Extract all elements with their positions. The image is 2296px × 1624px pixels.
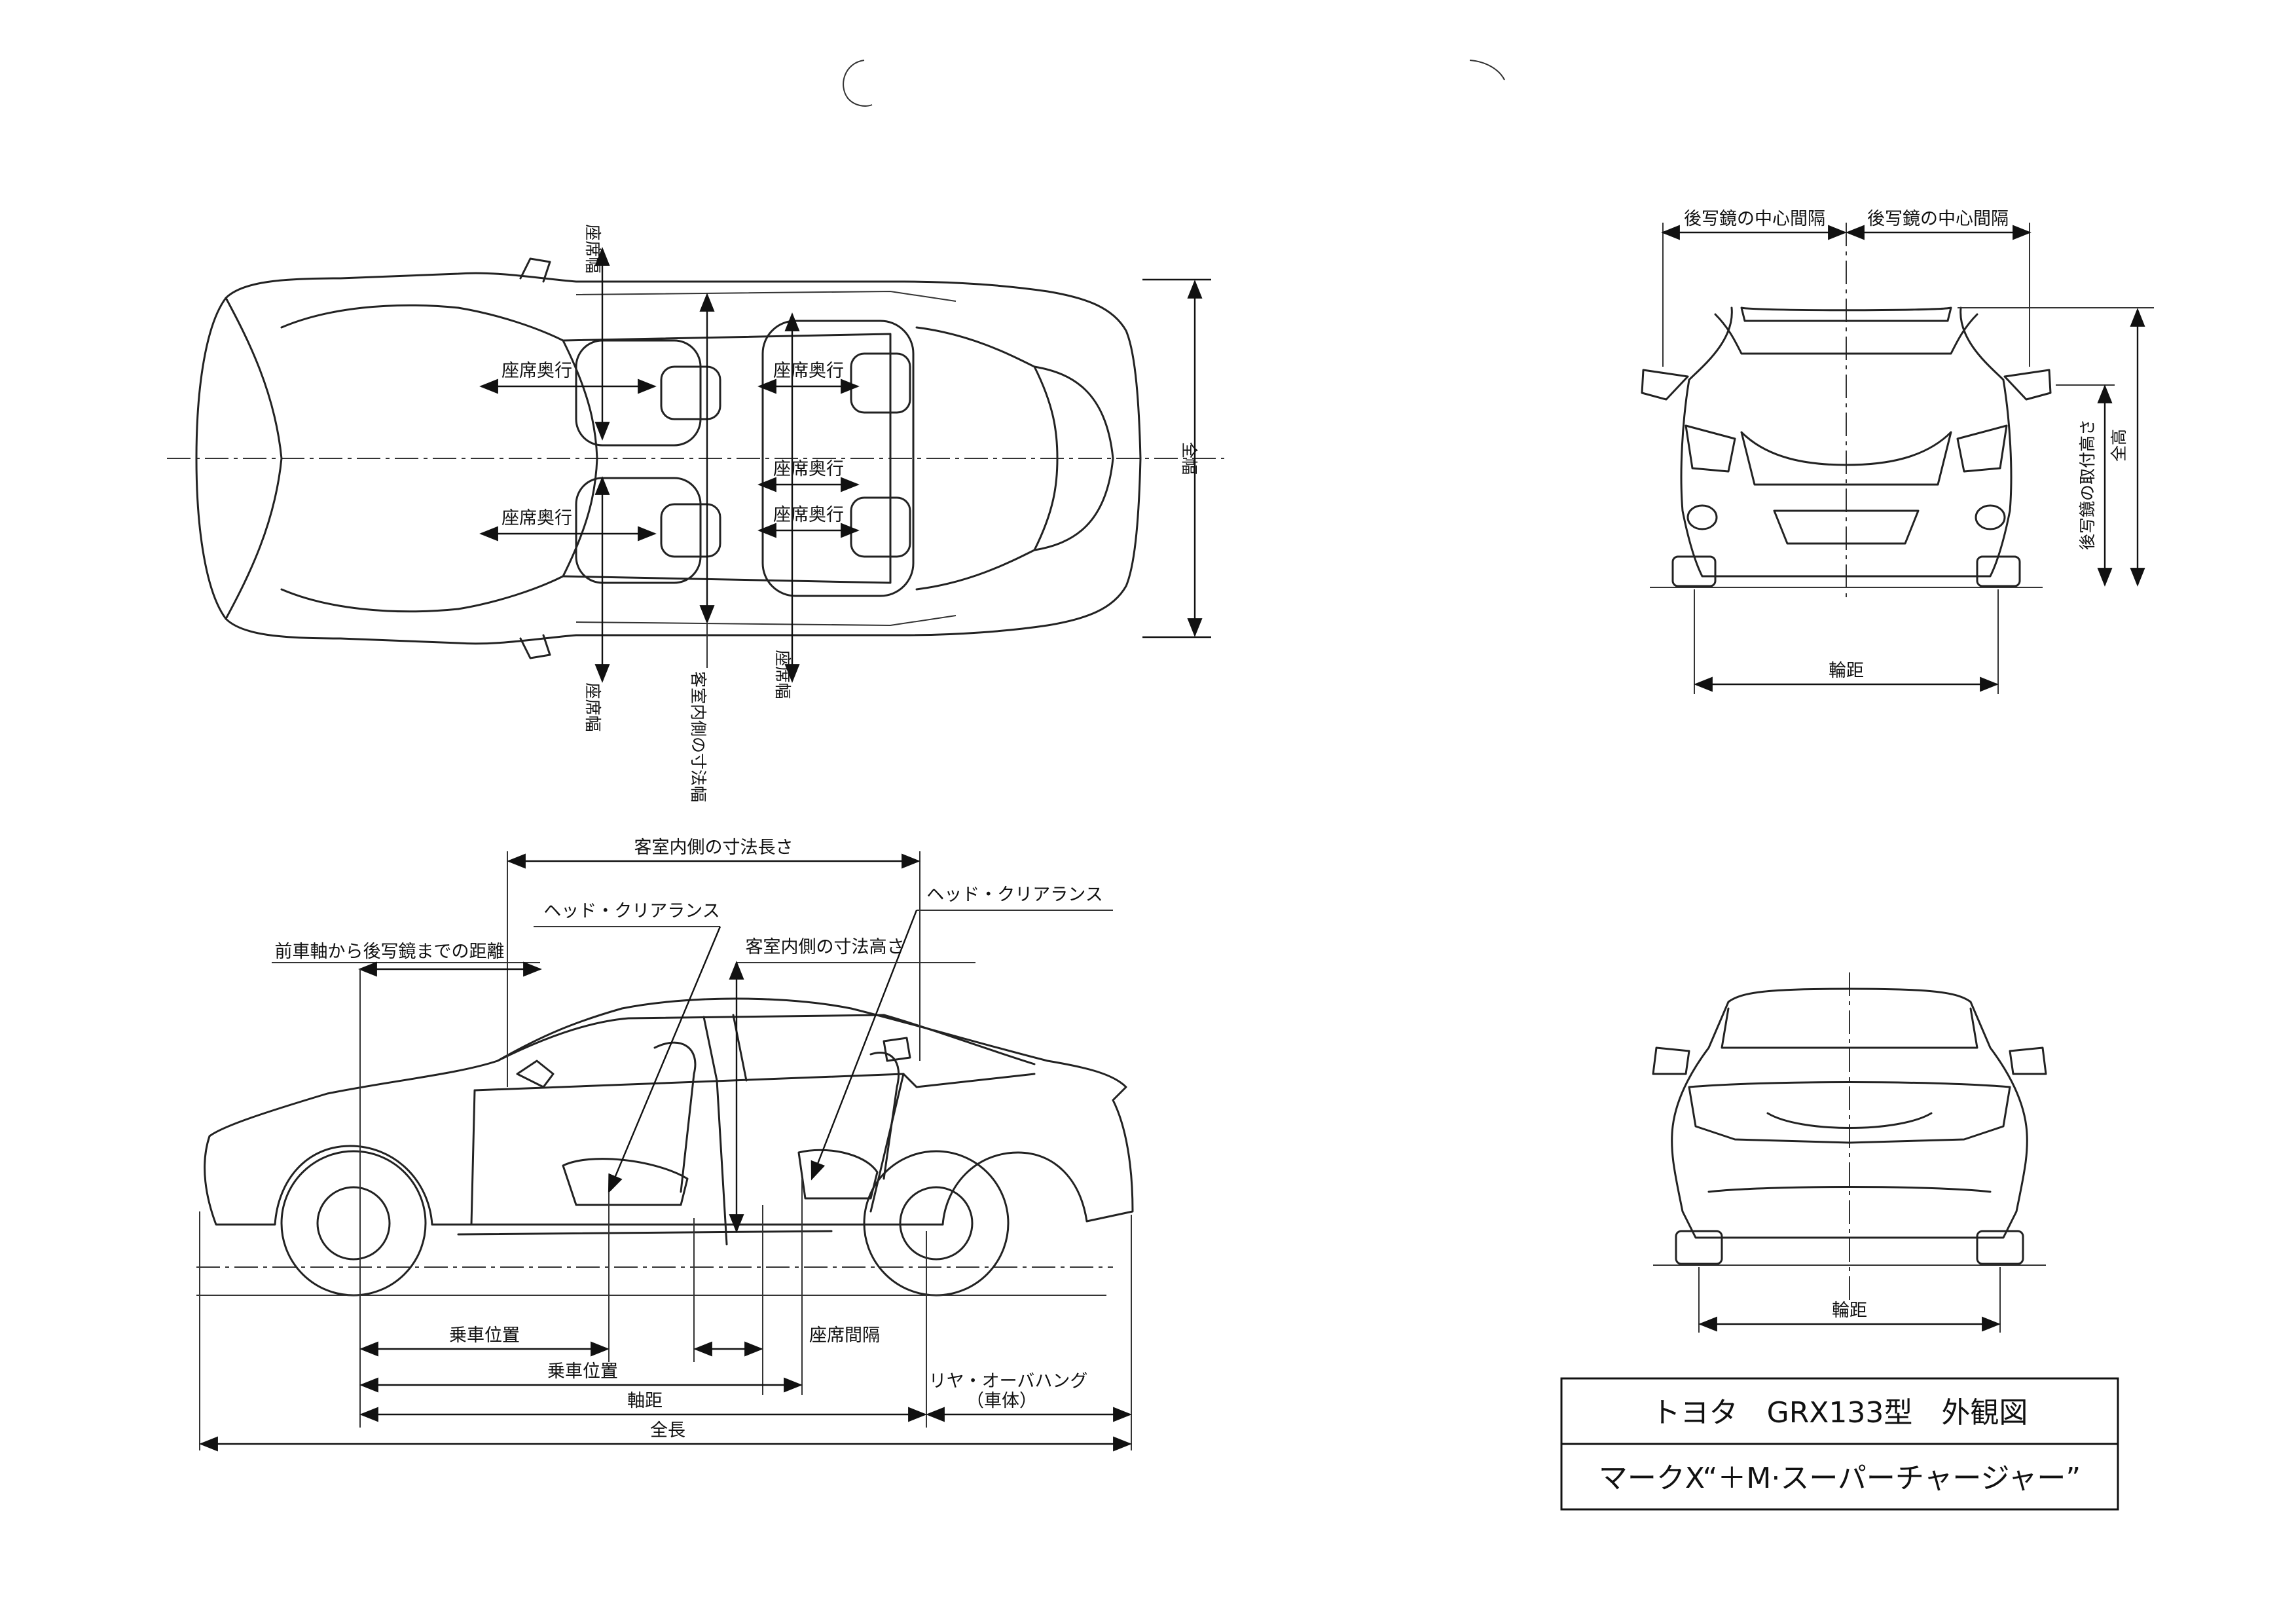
title-line-1: トヨタ GRX133型 外観図 <box>1652 1396 2028 1430</box>
interior-height-label: 客室内側の寸法高さ <box>746 937 905 957</box>
seat-width-bottom-label: 座席幅 <box>583 682 602 731</box>
rear-view-dimensions: 輪距 <box>1698 1267 2001 1333</box>
seat-width-rear-label: 座席幅 <box>773 650 792 699</box>
head-clearance-front-label: ヘッド・クリアランス <box>543 901 720 921</box>
seat-depth-front-upper-label: 座席奥行 <box>501 361 572 381</box>
rear-track-label: 輪距 <box>1832 1301 1867 1321</box>
seat-depth-rear-lower-label: 座席奥行 <box>773 505 844 525</box>
overall-length-label: 全長 <box>650 1420 685 1441</box>
riding-position-rear-label: 乗車位置 <box>547 1361 618 1382</box>
title-block: トヨタ GRX133型 外観図 マークX“＋M·スーパーチャージャー” <box>1560 1377 2119 1511</box>
rear-overhang-body-label: （車体） <box>966 1391 1037 1411</box>
mirror-mount-height-label: 後写鏡の取付高さ <box>2078 419 2097 550</box>
side-view <box>196 997 1134 1297</box>
rear-overhang-label: リヤ・オーバハング <box>929 1371 1088 1392</box>
overall-height-label: 全高 <box>2109 429 2128 462</box>
interior-width-label: 客室内側の寸法幅 <box>689 671 708 802</box>
overall-width-label: 全幅 <box>1180 442 1199 475</box>
scan-marks <box>843 60 1505 107</box>
front-axle-to-mirror-label: 前車軸から後写鏡までの距離 <box>275 942 505 962</box>
riding-position-front-label: 乗車位置 <box>449 1325 520 1346</box>
rear-view <box>1652 972 2047 1303</box>
seat-width-top-label: 座席幅 <box>583 224 602 273</box>
top-view-dimensions: 全幅 座席幅 座席幅 客室内側の寸法幅 座席幅 座席奥行 座席奥行 座席奥行 座… <box>479 224 1211 802</box>
seat-spacing-label: 座席間隔 <box>809 1325 880 1346</box>
top-view <box>167 257 1224 659</box>
front-view-dimensions: 後写鏡の中心間隔 後写鏡の中心間隔 後写鏡の取付高さ 全高 輪距 <box>1661 209 2154 694</box>
seat-depth-front-lower-label: 座席奥行 <box>501 508 572 528</box>
wheelbase-label: 軸距 <box>627 1391 663 1411</box>
mirror-center-right-label: 後写鏡の中心間隔 <box>1867 209 2009 229</box>
head-clearance-rear-label: ヘッド・クリアランス <box>926 885 1102 905</box>
title-line-2: マークX“＋M·スーパーチャージャー” <box>1599 1462 2081 1495</box>
front-track-label: 輪距 <box>1829 661 1864 681</box>
interior-length-label: 客室内側の寸法長さ <box>634 838 793 858</box>
front-view <box>1641 223 2052 602</box>
seat-depth-rear-upper-label: 座席奥行 <box>773 361 844 381</box>
side-view-dimensions: 客室内側の寸法長さ ヘッド・クリアランス ヘッド・クリアランス 客室内側の寸法高… <box>199 838 1132 1452</box>
seat-depth-rear-middle-label: 座席奥行 <box>773 459 844 479</box>
mirror-center-left-label: 後写鏡の中心間隔 <box>1684 209 1825 229</box>
